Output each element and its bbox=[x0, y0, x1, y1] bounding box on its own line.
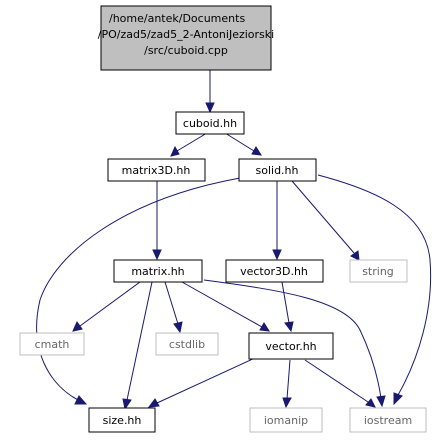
edge-vector-to-size bbox=[147, 357, 256, 408]
node-string: string bbox=[349, 259, 408, 283]
edge-solid-to-size bbox=[36, 177, 241, 405]
node-vector-hh[interactable]: vector.hh bbox=[248, 332, 334, 360]
node-root-cuboid-cpp: /home/antek/Documents /PO/zad5/zad5_2-An… bbox=[98, 5, 274, 71]
edge-solid-to-string bbox=[291, 180, 360, 261]
edge-matrix-to-cstdlib bbox=[164, 281, 183, 334]
root-line-2: /PO/zad5/zad5_2-AntoniJeziorski bbox=[98, 28, 274, 41]
node-solid-hh-label: solid.hh bbox=[256, 164, 299, 177]
root-line-3: /src/cuboid.cpp bbox=[144, 44, 228, 57]
node-matrix-hh[interactable]: matrix.hh bbox=[113, 259, 203, 283]
node-vector3d-hh-label: vector3D.hh bbox=[240, 265, 308, 278]
node-string-label: string bbox=[362, 265, 394, 278]
node-cstdlib-label: cstdlib bbox=[169, 338, 205, 351]
node-iomanip: iomanip bbox=[249, 407, 323, 433]
edge-vector-to-iostream bbox=[304, 359, 376, 408]
edge-cuboid-to-matrix3d bbox=[170, 132, 208, 157]
edge-matrix3d-to-matrix bbox=[152, 181, 162, 261]
edge-matrix-to-size bbox=[122, 281, 153, 411]
node-cuboid-hh-label: cuboid.hh bbox=[183, 117, 237, 130]
node-solid-hh[interactable]: solid.hh bbox=[238, 158, 317, 182]
node-iostream: iostream bbox=[349, 407, 427, 433]
node-vector-hh-label: vector.hh bbox=[265, 340, 316, 353]
node-matrix3d-hh-label: matrix3D.hh bbox=[122, 164, 191, 177]
node-matrix3d-hh[interactable]: matrix3D.hh bbox=[107, 158, 206, 182]
edge-matrix-to-iostream bbox=[203, 279, 386, 408]
node-matrix-hh-label: matrix.hh bbox=[131, 265, 184, 278]
node-size-hh[interactable]: size.hh bbox=[88, 407, 156, 433]
node-cstdlib: cstdlib bbox=[155, 332, 219, 356]
edge-cuboid-to-solid bbox=[224, 132, 262, 156]
edge-vector3d-to-vector bbox=[281, 281, 294, 333]
node-cmath-label: cmath bbox=[35, 338, 70, 351]
node-iomanip-label: iomanip bbox=[264, 414, 308, 427]
node-vector3d-hh[interactable]: vector3D.hh bbox=[225, 259, 324, 283]
node-size-hh-label: size.hh bbox=[103, 414, 142, 427]
edge-solid-to-vector3d bbox=[272, 181, 282, 261]
edges bbox=[36, 70, 432, 411]
nodes: /home/antek/Documents /PO/zad5/zad5_2-An… bbox=[19, 5, 427, 433]
edge-solid-to-iostream bbox=[317, 174, 432, 406]
node-cuboid-hh[interactable]: cuboid.hh bbox=[175, 111, 245, 135]
edge-root-to-cuboid bbox=[205, 70, 215, 114]
root-line-1: /home/antek/Documents bbox=[109, 12, 245, 25]
node-iostream-label: iostream bbox=[364, 414, 412, 427]
edge-matrix-to-vector bbox=[181, 281, 270, 332]
node-cmath: cmath bbox=[19, 332, 85, 356]
edge-matrix-to-cmath bbox=[72, 281, 141, 332]
edge-vector-to-iomanip bbox=[282, 359, 292, 409]
